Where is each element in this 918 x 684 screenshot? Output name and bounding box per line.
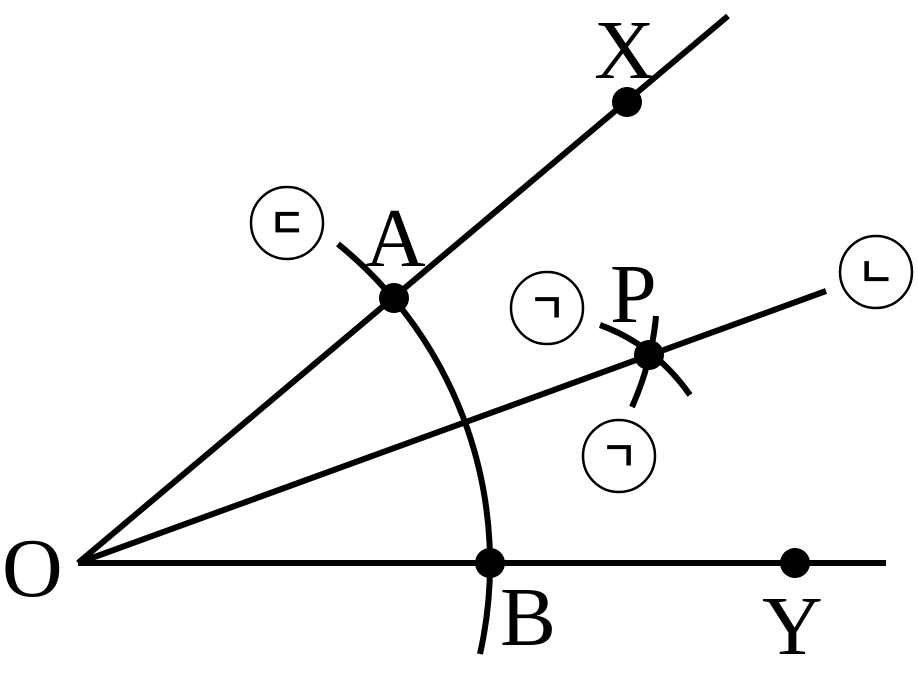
mark-giyeok-bottom: ㄱ	[581, 418, 657, 494]
ray-op-bisector	[76, 288, 828, 566]
mark-giyeok-bottom-text: ㄱ	[601, 434, 638, 480]
label-a: A	[365, 192, 426, 285]
point-p-dot	[634, 340, 664, 370]
point-x-dot	[612, 87, 642, 117]
mark-digeut-text: ㄷ	[269, 201, 306, 247]
label-o: O	[2, 522, 63, 615]
point-b-dot	[475, 548, 505, 578]
arc-ab	[336, 241, 493, 655]
point-a-dot	[379, 283, 409, 313]
point-y-dot	[780, 548, 810, 578]
label-b: B	[500, 571, 556, 664]
label-y: Y	[762, 580, 823, 673]
mark-giyeok-top-text: ㄱ	[529, 286, 566, 332]
mark-digeut: ㄷ	[249, 185, 325, 261]
label-p: P	[610, 248, 657, 341]
mark-nieun-text: ㄴ	[858, 250, 895, 296]
mark-nieun: ㄴ	[838, 234, 914, 310]
label-x: X	[594, 4, 655, 97]
mark-giyeok-top: ㄱ	[509, 270, 585, 346]
